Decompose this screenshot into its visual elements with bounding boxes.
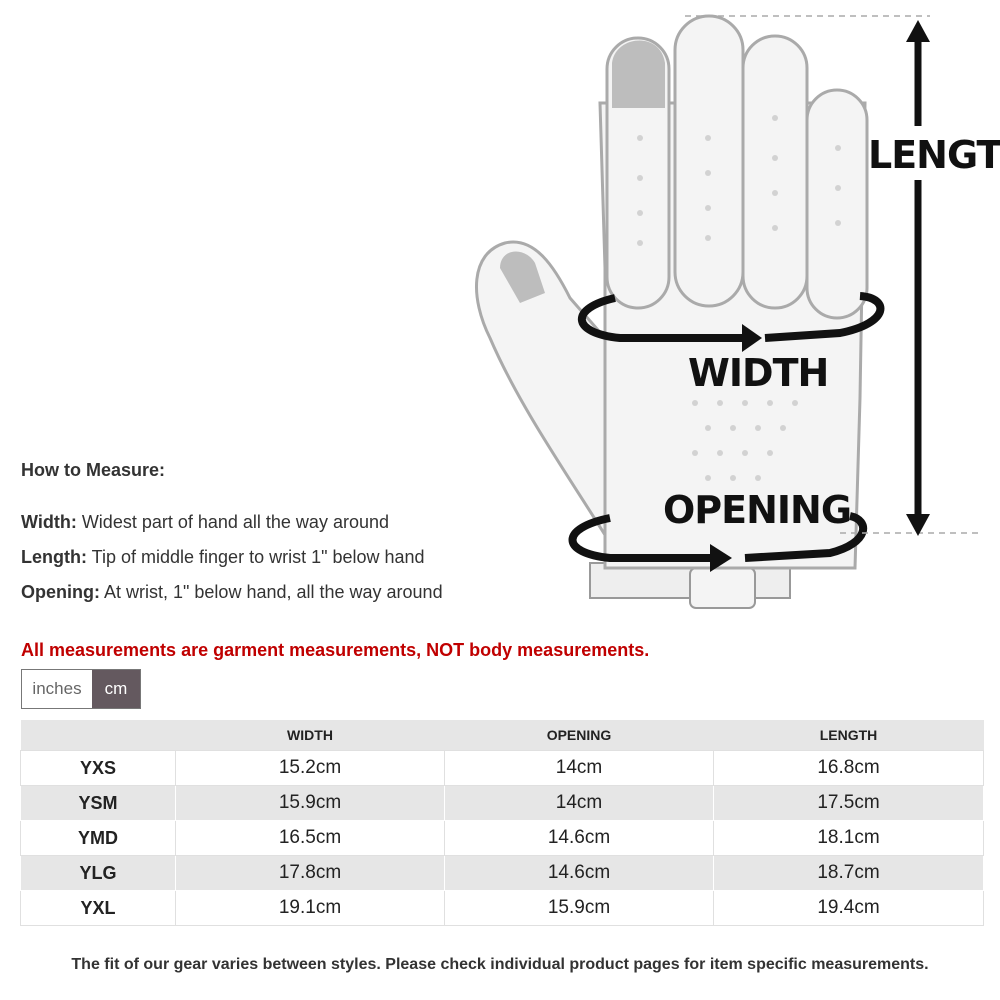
glove-diagram: LENGTH WIDTH OPENING bbox=[460, 8, 1000, 618]
table-row: YLG 17.8cm 14.6cm 18.7cm bbox=[20, 855, 984, 891]
size-cell: YMD bbox=[20, 820, 176, 856]
opening-description: At wrist, 1" below hand, all the way aro… bbox=[100, 582, 443, 602]
table-header-opening: OPENING bbox=[444, 720, 714, 751]
opening-label: OPENING bbox=[663, 488, 851, 532]
opening-cell: 15.9cm bbox=[444, 890, 714, 926]
table-row: YXL 19.1cm 15.9cm 19.4cm bbox=[20, 890, 984, 926]
measure-title: How to Measure: bbox=[21, 460, 166, 480]
table-row: YSM 15.9cm 14cm 17.5cm bbox=[20, 785, 984, 821]
width-term: Width: bbox=[21, 512, 77, 532]
width-cell: 16.5cm bbox=[175, 820, 445, 856]
length-term: Length: bbox=[21, 547, 87, 567]
length-cell: 19.4cm bbox=[713, 890, 984, 926]
opening-cell: 14.6cm bbox=[444, 855, 714, 891]
inches-button[interactable]: inches bbox=[22, 670, 92, 708]
width-cell: 15.2cm bbox=[175, 750, 445, 786]
opening-cell: 14.6cm bbox=[444, 820, 714, 856]
size-cell: YXL bbox=[20, 890, 176, 926]
opening-cell: 14cm bbox=[444, 785, 714, 821]
glove-illustration: LENGTH WIDTH OPENING bbox=[475, 14, 1000, 609]
size-table: WIDTH OPENING LENGTH YXS 15.2cm 14cm 16.… bbox=[20, 720, 984, 926]
opening-term: Opening: bbox=[21, 582, 100, 602]
width-instruction: Width: Widest part of hand all the way a… bbox=[21, 511, 581, 533]
length-label: LENGTH bbox=[868, 133, 1000, 177]
length-instruction: Length: Tip of middle finger to wrist 1"… bbox=[21, 546, 581, 568]
fit-note: The fit of our gear varies between style… bbox=[71, 956, 929, 973]
width-label: WIDTH bbox=[688, 351, 828, 395]
width-cell: 17.8cm bbox=[175, 855, 445, 891]
unit-toggle: inches cm bbox=[21, 669, 141, 709]
length-description: Tip of middle finger to wrist 1" below h… bbox=[86, 547, 425, 567]
length-cell: 18.1cm bbox=[713, 820, 984, 856]
table-row: YMD 16.5cm 14.6cm 18.1cm bbox=[20, 820, 984, 856]
length-cell: 17.5cm bbox=[713, 785, 984, 821]
length-cell: 16.8cm bbox=[713, 750, 984, 786]
length-cell: 18.7cm bbox=[713, 855, 984, 891]
size-cell: YSM bbox=[20, 785, 176, 821]
width-description: Widest part of hand all the way around bbox=[76, 512, 389, 532]
table-header-width: WIDTH bbox=[175, 720, 445, 751]
garment-warning: All measurements are garment measurement… bbox=[21, 640, 650, 660]
width-cell: 15.9cm bbox=[175, 785, 445, 821]
how-to-measure: How to Measure: Width: Widest part of ha… bbox=[21, 460, 581, 616]
opening-cell: 14cm bbox=[444, 750, 714, 786]
opening-instruction: Opening: At wrist, 1" below hand, all th… bbox=[21, 581, 581, 603]
width-cell: 19.1cm bbox=[175, 890, 445, 926]
cm-button[interactable]: cm bbox=[92, 670, 140, 708]
table-header-row: WIDTH OPENING LENGTH bbox=[20, 720, 984, 751]
size-cell: YXS bbox=[20, 750, 176, 786]
table-row: YXS 15.2cm 14cm 16.8cm bbox=[20, 750, 984, 786]
table-header-length: LENGTH bbox=[713, 720, 984, 751]
size-cell: YLG bbox=[20, 855, 176, 891]
table-header-size bbox=[20, 720, 176, 751]
